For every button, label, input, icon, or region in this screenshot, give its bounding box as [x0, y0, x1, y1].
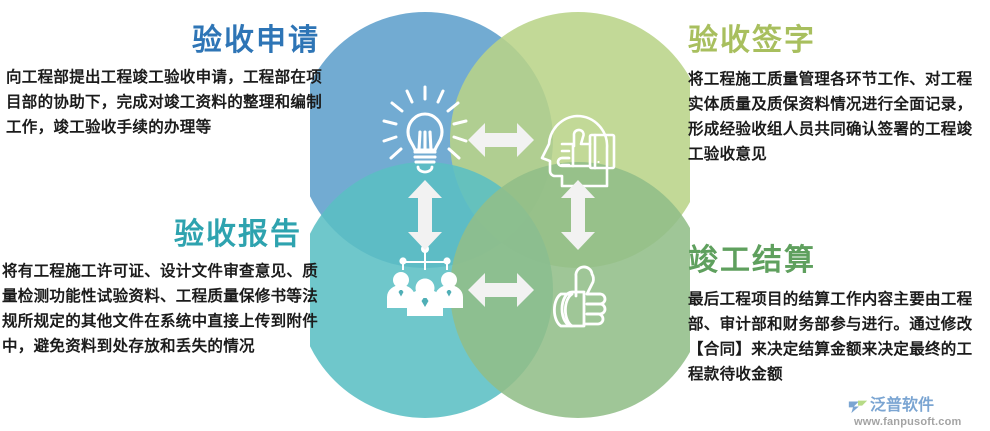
lightbulb-icon [382, 85, 468, 174]
title-acceptance-application: 验收申请 [192, 24, 320, 57]
body-acceptance-application: 向工程部提出工程竣工验收申请，工程部在项目部的协助下，完成对竣工资料的整理和编制… [6, 68, 323, 136]
body-completion-settlement: 最后工程项目的结算工作内容主要由工程部、审计部和财务部参与进行。通过修改【合同】… [688, 290, 973, 383]
text-block-acceptance-application: 验收申请 向工程部提出工程竣工验收申请，工程部在项目部的协助下，完成对竣工资料的… [6, 24, 330, 140]
head-thumbs-up-icon [540, 114, 616, 188]
venn-diagram [310, 0, 690, 431]
fanpu-logo-icon [848, 400, 868, 413]
circle-completion-settlement [450, 162, 690, 418]
arrow-top-horizontal [468, 123, 534, 157]
arrow-left-vertical [408, 180, 442, 250]
watermark-brand: 泛普软件 [870, 397, 935, 414]
text-block-acceptance-signature: 验收签字 将工程施工质量管理各环节工作、对工程实体质量及质保资料情况进行全面记录… [688, 24, 988, 167]
thumbs-up-icon [553, 265, 607, 328]
body-acceptance-report: 将有工程施工许可证、设计文件审查意见、质量检测功能性试验资料、工程质量保修书等法… [2, 262, 319, 355]
text-block-completion-settlement: 竣工结算 最后工程项目的结算工作内容主要由工程部、审计部和财务部参与进行。通过修… [688, 244, 988, 387]
body-acceptance-signature: 将工程施工质量管理各环节工作、对工程实体质量及质保资料情况进行全面记录，形成经验… [688, 70, 973, 163]
title-completion-settlement: 竣工结算 [688, 244, 816, 277]
arrow-bottom-horizontal [468, 273, 534, 307]
team-org-chart-icon [387, 245, 463, 316]
title-acceptance-report: 验收报告 [174, 218, 302, 251]
arrow-right-vertical [561, 180, 595, 250]
watermark: 泛普软件 www.fanpusoft.com [848, 396, 988, 430]
watermark-url: www.fanpusoft.com [854, 416, 962, 428]
text-block-acceptance-report: 验收报告 将有工程施工许可证、设计文件审查意见、质量检测功能性试验资料、工程质量… [2, 218, 330, 359]
title-acceptance-signature: 验收签字 [688, 24, 816, 57]
watermark-logo-row: 泛普软件 [848, 396, 988, 416]
